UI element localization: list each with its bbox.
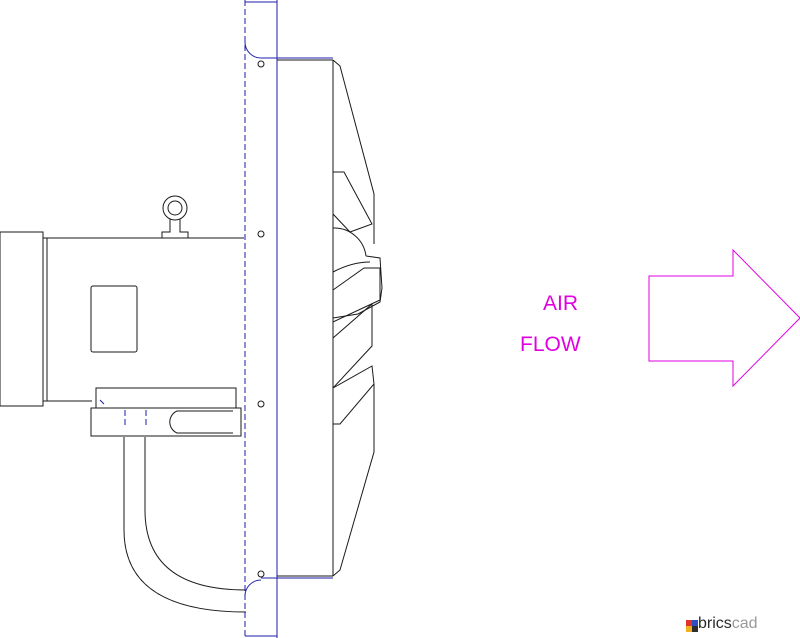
motor-end-cap [0, 231, 47, 407]
fan-housing [277, 59, 375, 577]
air-label: AIR [543, 292, 579, 315]
fan-hub [332, 227, 383, 319]
watermark-cad: cad [731, 615, 758, 632]
support-arm [123, 437, 247, 613]
watermark: bricscad [698, 616, 758, 632]
bricscad-logo-icon [686, 620, 698, 632]
fan-blades [332, 171, 381, 425]
watermark-brics: brics [698, 615, 732, 632]
mounting-plate [244, 0, 333, 638]
flow-label: FLOW [520, 333, 581, 356]
lifting-eye [161, 195, 189, 238]
motor-body [46, 237, 244, 402]
motor-mount-bracket [90, 387, 242, 437]
mounting-holes [257, 60, 265, 578]
flow-arrow-icon [648, 248, 800, 388]
